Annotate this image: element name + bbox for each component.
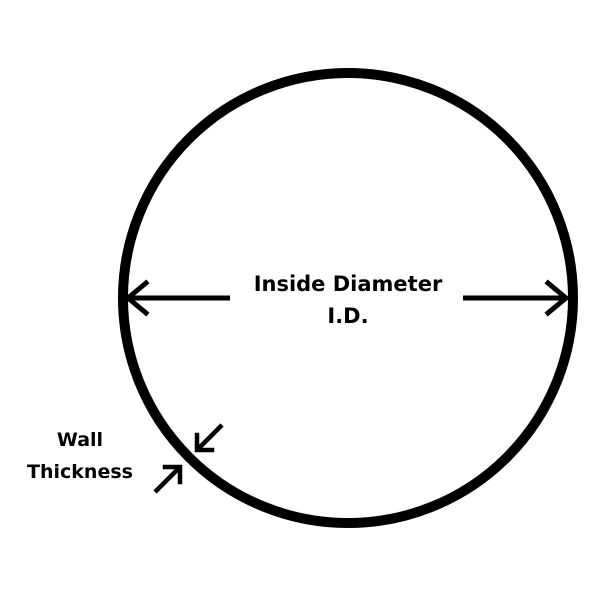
wall-label: Wall bbox=[57, 429, 103, 451]
wall-thickness-inner-arrow bbox=[194, 423, 224, 453]
inside-diameter-label: Inside Diameter bbox=[254, 272, 443, 296]
pipe-wall-circle bbox=[118, 68, 578, 528]
id-abbreviation-label: I.D. bbox=[327, 304, 368, 328]
inside-diameter-left-arrow bbox=[124, 279, 230, 317]
inside-diameter-right-arrow bbox=[463, 279, 570, 317]
wall-thickness-outer-arrow bbox=[153, 464, 183, 494]
thickness-label: Thickness bbox=[27, 461, 133, 483]
